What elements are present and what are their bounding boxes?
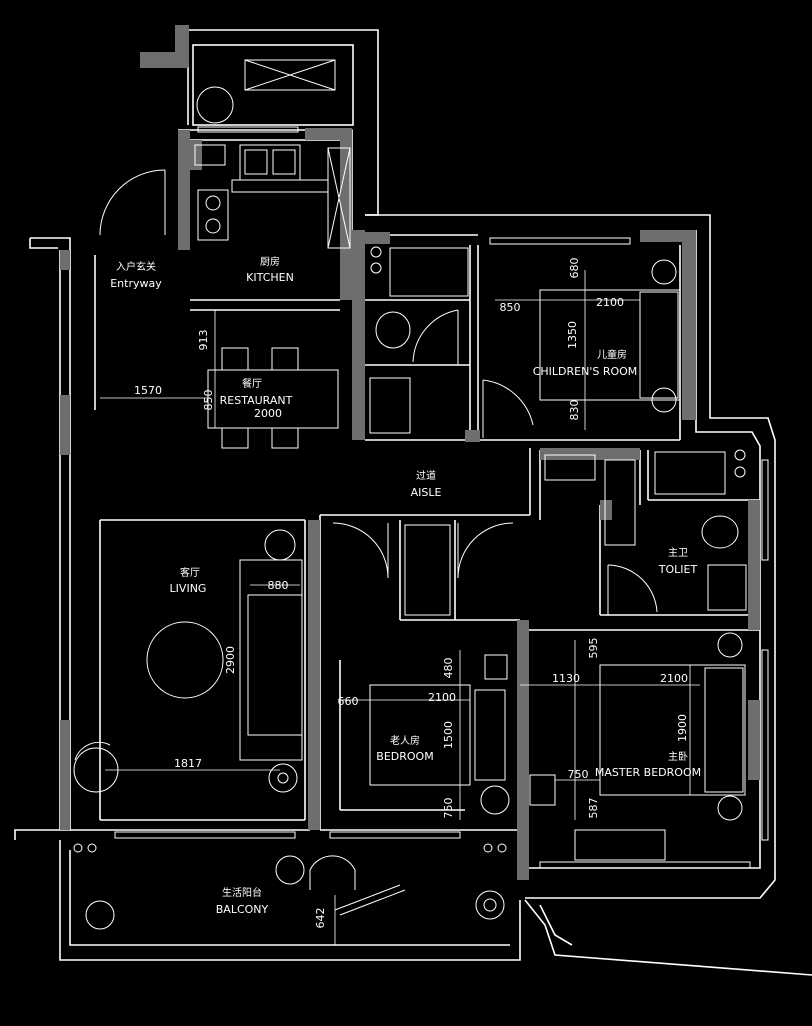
dim-680: 680: [568, 258, 581, 279]
dim-880: 880: [268, 579, 289, 592]
room-labels: 入户玄关 Entryway 厨房 KITCHEN 餐厅 RESTAURANT 儿…: [110, 255, 701, 916]
dim-913: 913: [197, 330, 210, 351]
dim-830: 830: [568, 400, 581, 421]
bedroom-label-cn: 老人房: [390, 734, 420, 747]
dim-2000: 2000: [254, 407, 282, 420]
washbasin-1: [369, 377, 411, 434]
door-swings: [74, 169, 658, 761]
walls: [14, 29, 812, 976]
entryway-label-en: Entryway: [110, 277, 162, 290]
washer: [196, 86, 234, 124]
entryway-label-cn: 入户玄关: [116, 260, 156, 273]
dim-642: 642: [314, 908, 327, 929]
bedroom-label-en: BEDROOM: [376, 750, 433, 763]
kitchen-cabinet: [327, 147, 351, 249]
restaurant-label-en: RESTAURANT: [220, 394, 293, 407]
childrens-room-label-cn: 儿童房: [597, 348, 627, 361]
dim-750-bedroom: 750: [442, 798, 455, 819]
toilet-label-cn: 主卫: [668, 547, 688, 559]
plant: [475, 890, 505, 920]
kitchen-label-en: KITCHEN: [246, 271, 294, 284]
furniture: [73, 59, 747, 930]
children-bed: [539, 289, 681, 401]
dim-2100-children: 2100: [596, 296, 624, 309]
bedroom-bed: [369, 684, 471, 786]
dim-595: 595: [587, 638, 600, 659]
washbasin-2: [707, 564, 747, 611]
master-bedroom-label-cn: 主卧: [668, 750, 688, 763]
dim-1817: 1817: [174, 757, 202, 770]
living-label-cn: 客厅: [180, 566, 200, 579]
dim-1350: 1350: [566, 321, 579, 349]
balcony-label-en: BALCONY: [216, 903, 269, 916]
dim-587: 587: [587, 798, 600, 819]
stove: [197, 189, 229, 241]
kitchen-label-cn: 厨房: [260, 255, 280, 268]
dimension-labels: 913 1570 850 2000 680 850 2100 1350 830 …: [134, 258, 689, 929]
dim-2900: 2900: [224, 646, 237, 674]
dim-2100-master: 2100: [660, 672, 688, 685]
dim-480: 480: [442, 658, 455, 679]
dim-1130: 1130: [552, 672, 580, 685]
balcony-label-cn: 生活阳台: [222, 886, 262, 899]
rug-round: [146, 621, 224, 699]
master-bedroom-label-en: MASTER BEDROOM: [595, 766, 701, 779]
laundry-shelf: [244, 59, 336, 91]
dim-850-children: 850: [500, 301, 521, 314]
master-bed: [599, 664, 746, 796]
wall-columns: [60, 25, 760, 880]
toilet-2: [701, 515, 739, 549]
bathtub: [389, 247, 469, 297]
dim-1570: 1570: [134, 384, 162, 397]
toilet-1: [375, 311, 411, 349]
toilet-label-en: TOLIET: [658, 563, 698, 576]
aisle-cabinet: [404, 524, 451, 616]
aisle-label-cn: 过道: [416, 469, 436, 482]
fridge: [194, 144, 226, 166]
living-label-en: LIVING: [170, 582, 207, 595]
childrens-room-label-en: CHILDREN'S ROOM: [533, 365, 638, 378]
windows: [114, 126, 769, 869]
dim-2100-bedroom: 2100: [428, 691, 456, 704]
dim-1900: 1900: [676, 714, 689, 742]
balcony-chair: [309, 855, 356, 890]
dim-750-master: 750: [568, 768, 589, 781]
dim-660: 660: [338, 695, 359, 708]
dim-1500: 1500: [442, 721, 455, 749]
dim-850-restaurant: 850: [202, 390, 215, 411]
restaurant-label-cn: 餐厅: [242, 377, 262, 390]
aisle-label-en: AISLE: [411, 486, 442, 499]
dimension-lines: [100, 270, 700, 945]
master-tub: [654, 451, 726, 495]
